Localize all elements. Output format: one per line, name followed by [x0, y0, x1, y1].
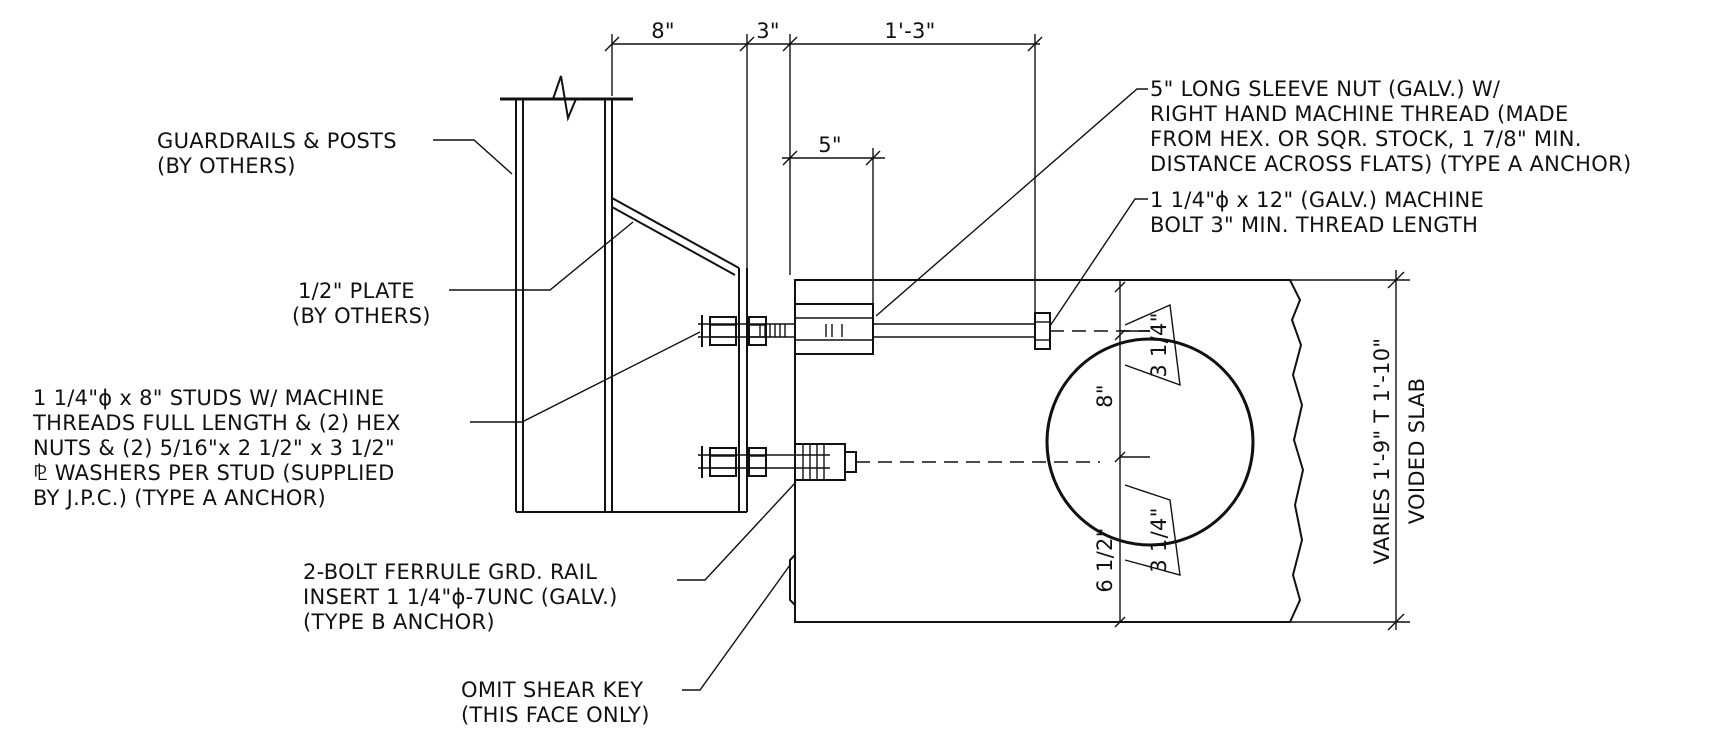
type-b-anchor-assembly: [698, 443, 1100, 481]
callout-ferrule-line: (TYPE B ANCHOR): [303, 610, 495, 634]
dim-voided-slab: VOIDED SLAB: [1405, 378, 1429, 525]
dim-1-3: 1'-3": [884, 19, 935, 43]
callout-studs-line: BY J.P.C.) (TYPE A ANCHOR): [33, 486, 326, 510]
callout-guardrails: GUARDRAILS & POSTS (BY OTHERS): [157, 129, 397, 178]
dimension-labels: 8" 3" 1'-3" 5" 8" 3 1/4" 3 1/4" 6 1/2" V…: [651, 19, 1429, 593]
callout-machine-bolt-line: BOLT 3" MIN. THREAD LENGTH: [1150, 213, 1478, 237]
callout-sleeve-nut: 5" LONG SLEEVE NUT (GALV.) W/ RIGHT HAND…: [1150, 77, 1631, 176]
callout-ferrule: 2-BOLT FERRULE GRD. RAIL INSERT 1 1/4"ϕ-…: [303, 560, 618, 634]
callout-plate-line: (BY OTHERS): [292, 304, 431, 328]
base-plate: [611, 197, 748, 513]
dim-5-inch: 5": [818, 133, 842, 157]
slab-void: [1045, 337, 1255, 547]
callout-studs-line: ⅊ WASHERS PER STUD (SUPPLIED: [33, 461, 395, 485]
top-dimension-string: [604, 34, 1043, 313]
callout-studs-line: 1 1/4"ϕ x 8" STUDS W/ MACHINE: [33, 386, 384, 410]
callout-plate-line: 1/2" PLATE: [298, 279, 415, 303]
dim-8-inch-vertical: 8": [1093, 384, 1117, 408]
callout-sleeve-nut-line: DISTANCE ACROSS FLATS) (TYPE A ANCHOR): [1150, 152, 1631, 176]
callout-shear-key-line: (THIS FACE ONLY): [461, 703, 650, 727]
dim-3-1-4-top: 3 1/4": [1147, 312, 1171, 377]
callout-machine-bolt: 1 1/4"ϕ x 12" (GALV.) MACHINE BOLT 3" MI…: [1150, 188, 1484, 237]
dim-8-inch: 8": [651, 19, 675, 43]
dim-3-inch: 3": [756, 19, 780, 43]
callout-leaders: [433, 88, 1148, 691]
callout-sleeve-nut-line: FROM HEX. OR SQR. STOCK, 1 7/8" MIN.: [1150, 127, 1582, 151]
slab-dimension-lines: [1114, 270, 1410, 631]
callout-studs: 1 1/4"ϕ x 8" STUDS W/ MACHINE THREADS FU…: [32, 386, 401, 510]
dim-varies: VARIES 1'-9" T 1'-10": [1370, 338, 1394, 565]
guardrail-post: [500, 75, 633, 513]
callout-guardrails-line: (BY OTHERS): [157, 154, 296, 178]
type-a-anchor-assembly: [698, 303, 1150, 355]
dim-6-1-2: 6 1/2": [1093, 527, 1117, 592]
callout-machine-bolt-line: 1 1/4"ϕ x 12" (GALV.) MACHINE: [1150, 188, 1484, 212]
callout-ferrule-line: 2-BOLT FERRULE GRD. RAIL: [303, 560, 597, 584]
callout-studs-line: NUTS & (2) 5/16"x 2 1/2" x 3 1/2": [33, 436, 395, 460]
callout-plate: 1/2" PLATE (BY OTHERS): [292, 279, 431, 328]
callout-shear-key: OMIT SHEAR KEY (THIS FACE ONLY): [461, 678, 650, 727]
callout-sleeve-nut-line: RIGHT HAND MACHINE THREAD (MADE: [1150, 102, 1569, 126]
callout-sleeve-nut-line: 5" LONG SLEEVE NUT (GALV.) W/: [1150, 77, 1501, 101]
callout-guardrails-line: GUARDRAILS & POSTS: [157, 129, 397, 153]
callout-shear-key-line: OMIT SHEAR KEY: [461, 678, 643, 702]
dim-3-1-4-bottom: 3 1/4": [1147, 507, 1171, 572]
concrete-slab: [789, 279, 1305, 623]
callout-ferrule-line: INSERT 1 1/4"ϕ-7UNC (GALV.): [303, 585, 618, 609]
callout-studs-line: THREADS FULL LENGTH & (2) HEX: [32, 411, 401, 435]
